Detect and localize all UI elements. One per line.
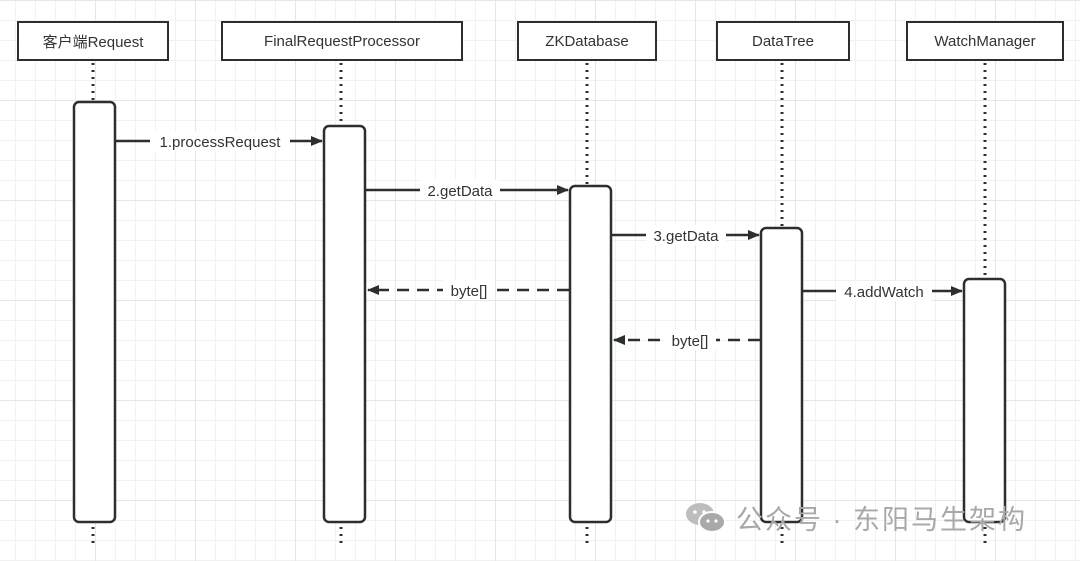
participant-final-request-processor: FinalRequestProcessor [221,21,463,61]
participant-label: WatchManager [934,32,1036,50]
watermark-text: 公众号 · 东阳马生架构 [736,505,1027,535]
activation-client [72,100,117,524]
watermark: 公众号 · 东阳马生架构 [684,498,1027,537]
msg-return-1-label: byte[] [451,283,488,300]
participant-watch-manager: WatchManager [906,21,1064,61]
participant-data-tree: DataTree [716,21,850,61]
activation-frp [322,124,367,524]
msg-3-label: 3.getData [653,228,719,245]
msg-return-2-label: byte[] [672,333,709,350]
participant-label: 客户端Request [42,33,144,51]
wechat-icon [686,502,726,533]
participant-client: 客户端Request [17,21,169,61]
msg-1-label: 1.processRequest [160,134,282,151]
msg-4-label: 4.addWatch [844,284,924,301]
participant-label: DataTree [752,32,814,50]
participant-label: FinalRequestProcessor [264,32,420,50]
participant-zk-database: ZKDatabase [517,21,657,61]
participant-label: ZKDatabase [545,32,629,50]
msg-2-label: 2.getData [427,183,493,200]
activation-zkdb [568,184,613,524]
activation-watch [962,277,1007,524]
activation-tree [759,226,804,524]
